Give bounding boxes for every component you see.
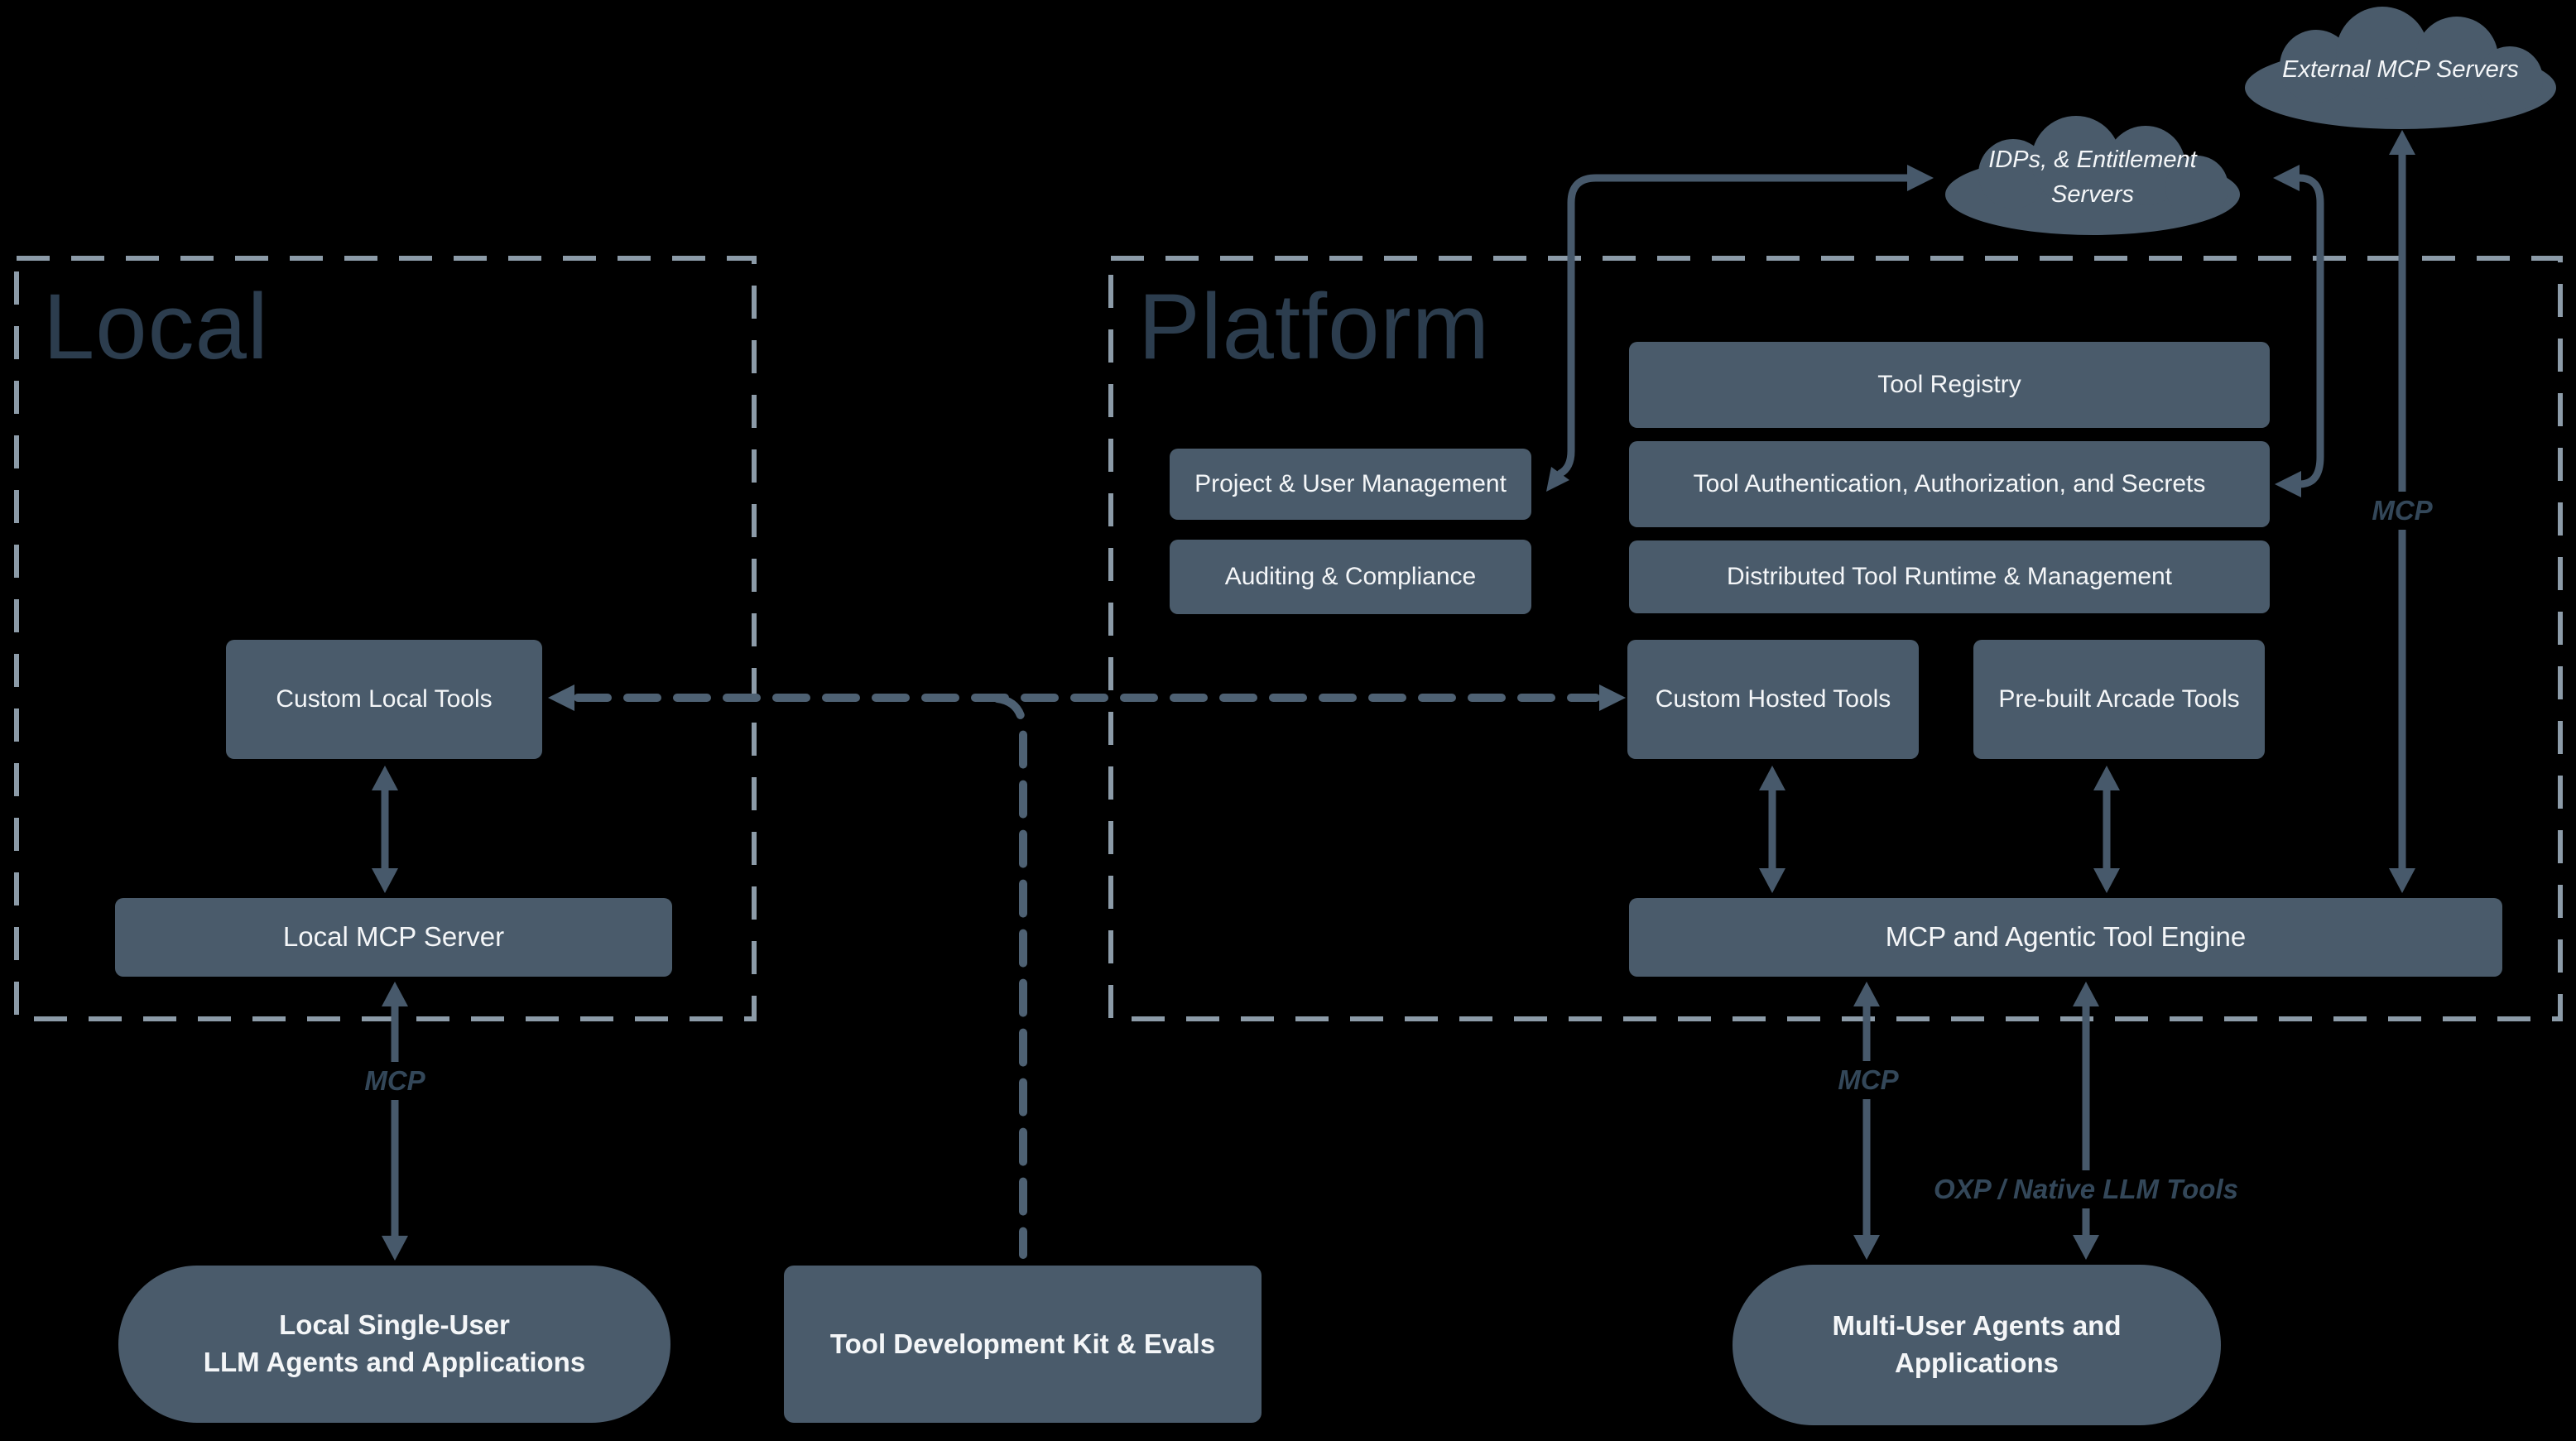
local-mcp-server-box: Local MCP Server (115, 898, 672, 977)
arrow-prebuilt-engine (2093, 766, 2120, 893)
oxp-label: OXP / Native LLM Tools (1924, 1170, 2248, 1208)
external-mcp-servers-cloud: External MCP Servers (2235, 7, 2566, 132)
tool-dev-kit-box: Tool Development Kit & Evals (784, 1266, 1262, 1423)
custom-local-tools-box: Custom Local Tools (226, 640, 542, 759)
idps-entitlement-cloud: IDPs, & Entitlement Servers (1937, 116, 2248, 238)
tool-auth-box: Tool Authentication, Authorization, and … (1629, 441, 2270, 527)
mcp-label-local: MCP (354, 1062, 435, 1100)
mcp-agentic-engine-box: MCP and Agentic Tool Engine (1629, 898, 2502, 977)
prebuilt-arcade-tools-box: Pre-built Arcade Tools (1973, 640, 2265, 759)
project-user-box: Project & User Management (1170, 449, 1531, 520)
local-agents-terminal: Local Single-User LLM Agents and Applica… (118, 1266, 670, 1423)
platform-section-border (1108, 256, 2563, 1021)
mcp-label-engine: MCP (1828, 1061, 1909, 1099)
arrow-idps-toolauth (2273, 165, 2324, 497)
arrow-customlocal-localmcp (372, 766, 398, 893)
arrow-engine-multiagents-mcp (1853, 982, 1880, 1260)
arrow-localmcp-localagents (382, 982, 408, 1261)
arrow-engine-multiagents-oxp (2073, 982, 2099, 1260)
idps-entitlement-label: IDPs, & Entitlement Servers (1988, 146, 2197, 208)
custom-hosted-tools-box: Custom Hosted Tools (1627, 640, 1919, 759)
cloud-icon (1945, 116, 2240, 235)
dashed-branch-tdk (993, 694, 1027, 1259)
multi-user-agents-terminal: Multi-User Agents and Applications (1733, 1265, 2221, 1425)
external-mcp-servers-label: External MCP Servers (2282, 55, 2519, 83)
platform-section-title: Platform (1138, 275, 1490, 378)
arrow-customhosted-engine (1759, 766, 1785, 893)
mcp-label-external: MCP (2362, 492, 2443, 530)
distributed-runtime-box: Distributed Tool Runtime & Management (1629, 540, 2270, 613)
local-section-border (14, 256, 757, 1021)
tool-registry-box: Tool Registry (1629, 342, 2270, 428)
cloud-icon (2245, 7, 2556, 129)
auditing-compliance-box: Auditing & Compliance (1170, 540, 1531, 614)
arrow-platform-idps (1546, 165, 1934, 492)
dashed-connector-tools (548, 684, 1626, 1259)
local-section-title: Local (43, 275, 269, 378)
